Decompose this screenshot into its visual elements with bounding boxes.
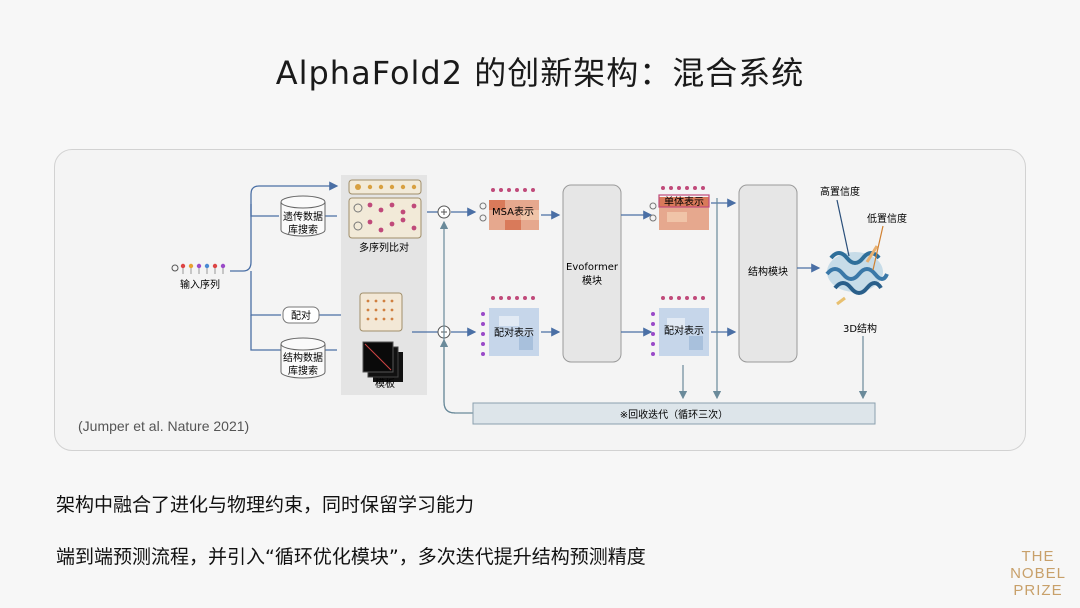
bullet-point-1: 架构中融合了进化与物理约束，同时保留学习能力	[56, 494, 475, 516]
low-confidence-label: 低置信度	[867, 212, 907, 225]
evoformer-module	[562, 184, 622, 363]
structure-module	[738, 184, 798, 363]
slide-title: AlphaFold2 的创新架构：混合系统	[275, 54, 805, 92]
msa-representation-block	[479, 188, 539, 230]
logo-line-3: PRIZE	[1013, 582, 1063, 599]
pair-representation-block-1	[481, 296, 539, 356]
protein-structure-image	[825, 245, 889, 306]
pair-representation-label-2: 配对表示	[664, 324, 704, 337]
structure-database-icon	[280, 337, 326, 379]
msa-label: 多序列比对	[359, 241, 409, 254]
msa-representation-label: MSA表示	[492, 205, 534, 218]
logo-line-2: NOBEL	[1010, 565, 1066, 582]
output-3d-structure-label: 3D结构	[843, 322, 877, 335]
msa-grid-icon	[348, 179, 422, 239]
evoformer-label-line1: Evoformer	[566, 262, 619, 273]
nobel-prize-logo: THE NOBEL PRIZE	[1008, 548, 1068, 599]
single-representation-block	[649, 186, 709, 230]
bullet-point-2: 端到端预测流程，并引入“循环优化模块”，多次迭代提升结构预测精度	[56, 546, 646, 568]
recycling-bar	[472, 402, 876, 425]
citation: (Jumper et al. Nature 2021)	[78, 418, 250, 434]
single-representation-label: 单体表示	[664, 195, 704, 208]
pairing-label: 配对	[291, 309, 311, 322]
evoformer-label-line2: 模块	[582, 275, 602, 287]
input-sequence-icon	[171, 263, 226, 274]
pair-representation-block-2	[651, 296, 709, 356]
structure-db-label-line1: 结构数据	[283, 351, 323, 364]
pair-representation-label-1: 配对表示	[494, 326, 534, 339]
templates-icon	[362, 341, 403, 382]
structure-db-label-line2: 库搜索	[288, 364, 318, 377]
recycling-label: ※回收迭代（循环三次）	[620, 408, 728, 421]
pairing-box	[282, 306, 320, 324]
add-node-msa-icon	[437, 205, 451, 219]
genetic-db-label-line1: 遗传数据	[283, 210, 323, 223]
templates-label: 模板	[375, 377, 395, 390]
high-confidence-label: 高置信度	[820, 185, 860, 198]
pair-feature-grid-icon	[359, 292, 403, 332]
genetic-db-label-line2: 库搜索	[288, 223, 318, 236]
architecture-figure: 输入序列 遗传数据 库搜索 配对 结构数据 库搜索	[54, 149, 1026, 451]
architecture-diagram: 输入序列 遗传数据 库搜索 配对 结构数据 库搜索	[171, 175, 907, 425]
logo-line-1: THE	[1021, 548, 1055, 565]
structure-module-label: 结构模块	[748, 265, 788, 278]
input-sequence-label: 输入序列	[180, 278, 220, 291]
genetic-database-icon	[280, 195, 326, 237]
